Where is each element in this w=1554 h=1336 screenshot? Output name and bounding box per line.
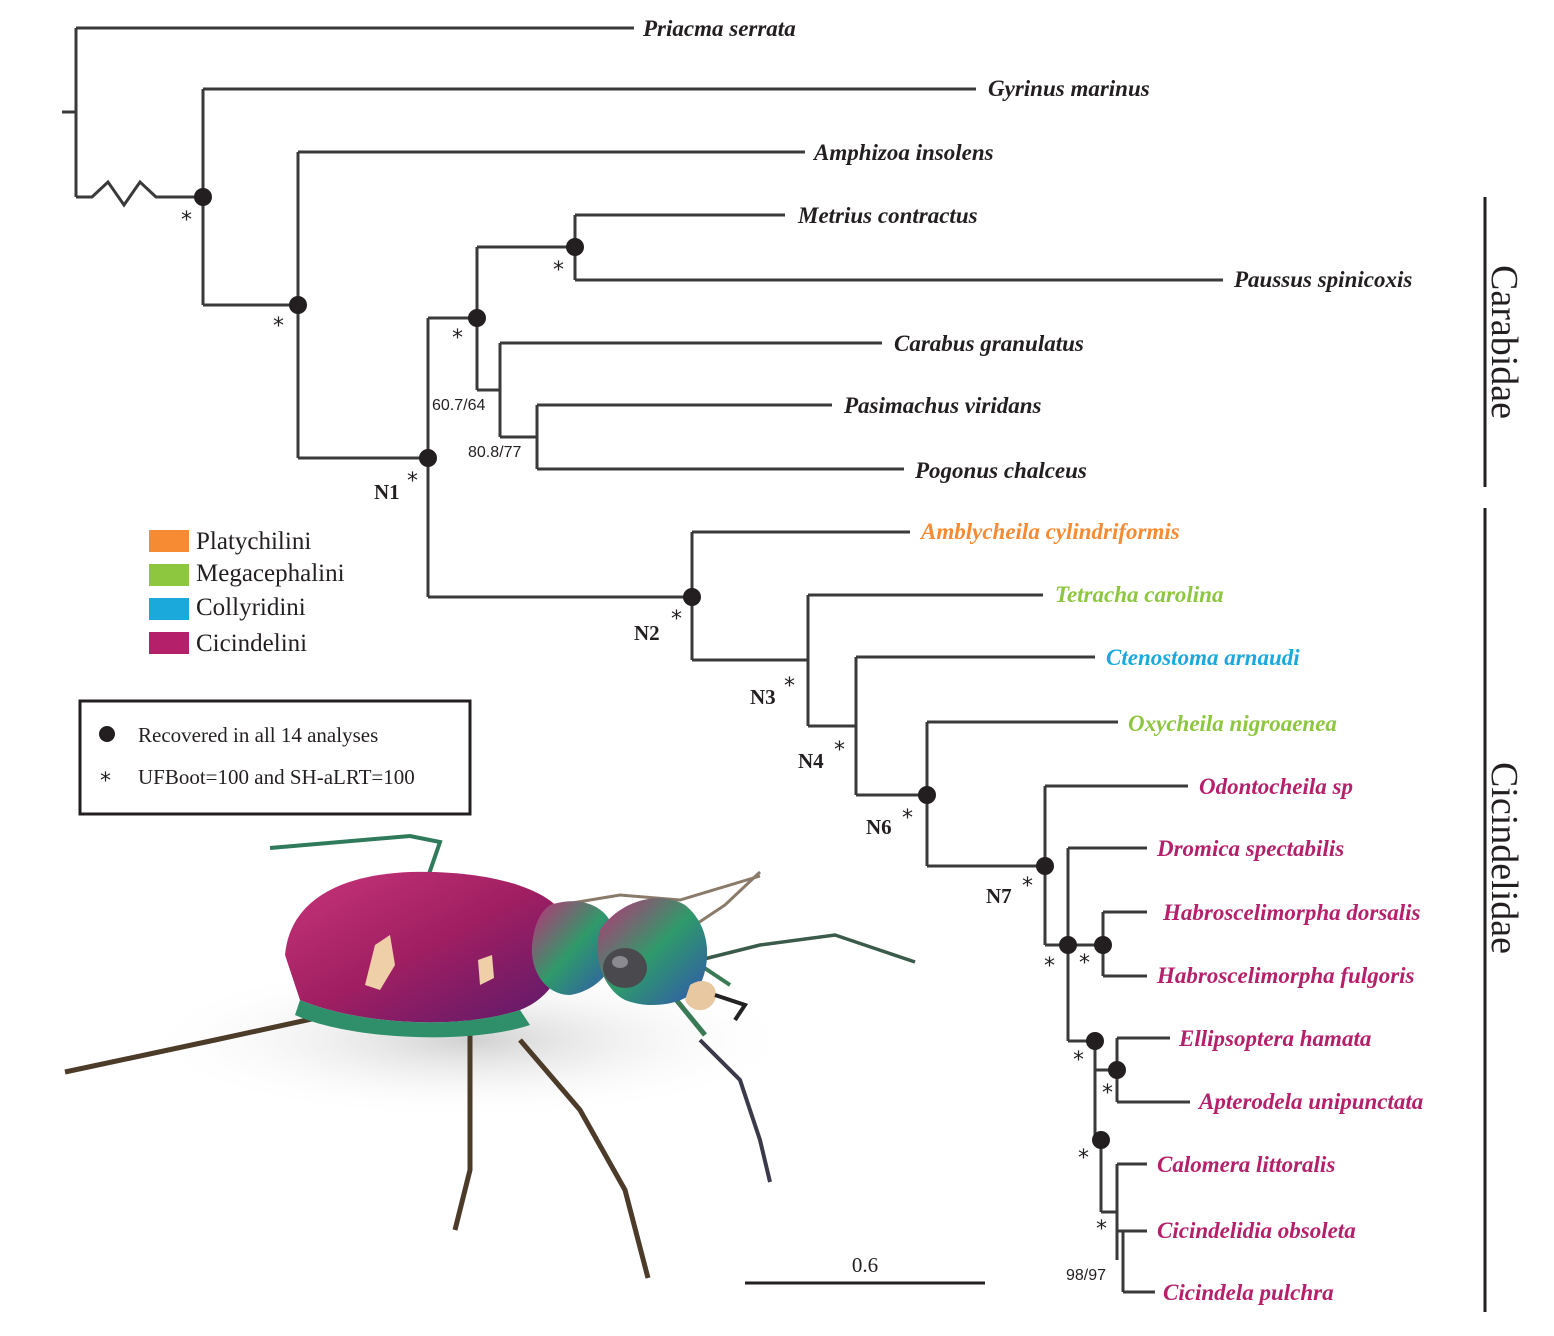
node-label-n7: N7 bbox=[986, 884, 1012, 908]
taxon-label: Paussus spinicoxis bbox=[1233, 267, 1412, 292]
node-dot bbox=[566, 238, 584, 256]
support-asterisks: * * * * * * * * * * * * * * * * bbox=[181, 208, 1113, 1242]
node-label-n6: N6 bbox=[866, 815, 892, 839]
asterisk: * bbox=[1022, 874, 1033, 899]
taxon-label: Priacma serrata bbox=[642, 16, 796, 41]
asterisk: * bbox=[671, 607, 682, 632]
node-label-n1: N1 bbox=[374, 480, 400, 504]
cicindelidae-label: Cicindelidae bbox=[1483, 762, 1525, 954]
taxon-label: Cicindelidia obsoleta bbox=[1157, 1218, 1356, 1243]
node-dot bbox=[1036, 857, 1054, 875]
legend-swatch-collyridini bbox=[149, 598, 189, 620]
key-dot-label: Recovered in all 14 analyses bbox=[138, 723, 378, 747]
node-dot bbox=[683, 588, 701, 606]
taxon-label: Pasimachus viridans bbox=[843, 393, 1042, 418]
node-dot bbox=[1094, 936, 1112, 954]
node-dot bbox=[1108, 1061, 1126, 1079]
legend-label: Megacephalini bbox=[196, 560, 345, 587]
tribe-legend: Platychilini Megacephalini Collyridini C… bbox=[149, 528, 345, 657]
support-values: 60.7/64 80.8/77 98/97 bbox=[432, 397, 1106, 1284]
tiger-beetle-illustration bbox=[64, 833, 916, 1279]
legend-label: Cicindelini bbox=[196, 630, 307, 657]
taxon-label: Tetracha carolina bbox=[1055, 582, 1223, 607]
tree-branches bbox=[62, 26, 1223, 1294]
asterisk: * bbox=[1102, 1081, 1113, 1106]
key-dot-icon bbox=[99, 726, 115, 742]
node-dot bbox=[289, 296, 307, 314]
asterisk: * bbox=[1096, 1217, 1107, 1242]
node-dot bbox=[918, 786, 936, 804]
support-value: 80.8/77 bbox=[468, 444, 521, 461]
key-asterisk-icon: * bbox=[100, 769, 111, 794]
node-dot bbox=[468, 309, 486, 327]
clade-brackets: Carabidae Cicindelidae bbox=[1483, 197, 1525, 1312]
taxon-label: Dromica spectabilis bbox=[1156, 836, 1344, 861]
node-dot bbox=[194, 188, 212, 206]
node-label-n2: N2 bbox=[634, 621, 660, 645]
taxon-label: Odontocheila sp bbox=[1199, 774, 1353, 799]
node-label-n3: N3 bbox=[750, 685, 776, 709]
asterisk: * bbox=[834, 738, 845, 763]
asterisk: * bbox=[1073, 1048, 1084, 1073]
asterisk: * bbox=[181, 208, 192, 233]
carabidae-label: Carabidae bbox=[1483, 265, 1525, 419]
taxon-label: Gyrinus marinus bbox=[988, 76, 1150, 101]
taxon-label: Ctenostoma arnaudi bbox=[1106, 645, 1300, 670]
symbol-key: Recovered in all 14 analyses * UFBoot=10… bbox=[78, 699, 472, 816]
taxon-label: Amphizoa insolens bbox=[812, 140, 994, 165]
legend-swatch-megacephalini bbox=[149, 564, 189, 586]
taxon-label: Pogonus chalceus bbox=[914, 458, 1087, 483]
scale-bar: 0.6 bbox=[745, 1253, 985, 1285]
node-dots bbox=[194, 188, 1126, 1149]
asterisk: * bbox=[273, 314, 284, 339]
asterisk: * bbox=[452, 326, 463, 351]
legend-swatch-platychilini bbox=[149, 530, 189, 552]
support-value: 60.7/64 bbox=[432, 397, 485, 414]
taxon-label: Ellipsoptera hamata bbox=[1178, 1026, 1371, 1051]
taxon-label: Metrius contractus bbox=[797, 203, 978, 228]
taxon-label: Oxycheila nigroaenea bbox=[1128, 711, 1337, 736]
taxon-label: Habroscelimorpha dorsalis bbox=[1162, 900, 1421, 925]
asterisk: * bbox=[784, 674, 795, 699]
taxon-label: Apterodela unipunctata bbox=[1197, 1089, 1423, 1114]
node-dot bbox=[419, 449, 437, 467]
legend-label: Platychilini bbox=[196, 528, 311, 555]
key-box bbox=[78, 699, 472, 816]
legend-swatch-cicindelini bbox=[149, 632, 189, 654]
node-labels: N1 N2 N3 N4 N6 N7 bbox=[374, 480, 1012, 908]
taxon-label: Amblycheila cylindriformis bbox=[919, 519, 1180, 544]
legend-label: Collyridini bbox=[196, 594, 306, 621]
taxon-label: Cicindela pulchra bbox=[1163, 1280, 1334, 1305]
asterisk: * bbox=[1044, 954, 1055, 979]
taxon-label: Habroscelimorpha fulgoris bbox=[1156, 963, 1415, 988]
asterisk: * bbox=[1079, 951, 1090, 976]
taxon-label: Calomera littoralis bbox=[1157, 1152, 1335, 1177]
asterisk: * bbox=[407, 469, 418, 494]
node-dot bbox=[1092, 1131, 1110, 1149]
support-value: 98/97 bbox=[1066, 1267, 1106, 1284]
node-dot bbox=[1086, 1032, 1104, 1050]
taxon-labels: Priacma serrata Gyrinus marinus Amphizoa… bbox=[642, 16, 1423, 1305]
node-label-n4: N4 bbox=[798, 749, 824, 773]
taxon-label: Carabus granulatus bbox=[894, 331, 1084, 356]
node-dot bbox=[1059, 936, 1077, 954]
asterisk: * bbox=[902, 806, 913, 831]
asterisk: * bbox=[1078, 1146, 1089, 1171]
scale-bar-label: 0.6 bbox=[852, 1253, 878, 1277]
key-asterisk-label: UFBoot=100 and SH-aLRT=100 bbox=[138, 765, 415, 789]
asterisk: * bbox=[553, 258, 564, 283]
